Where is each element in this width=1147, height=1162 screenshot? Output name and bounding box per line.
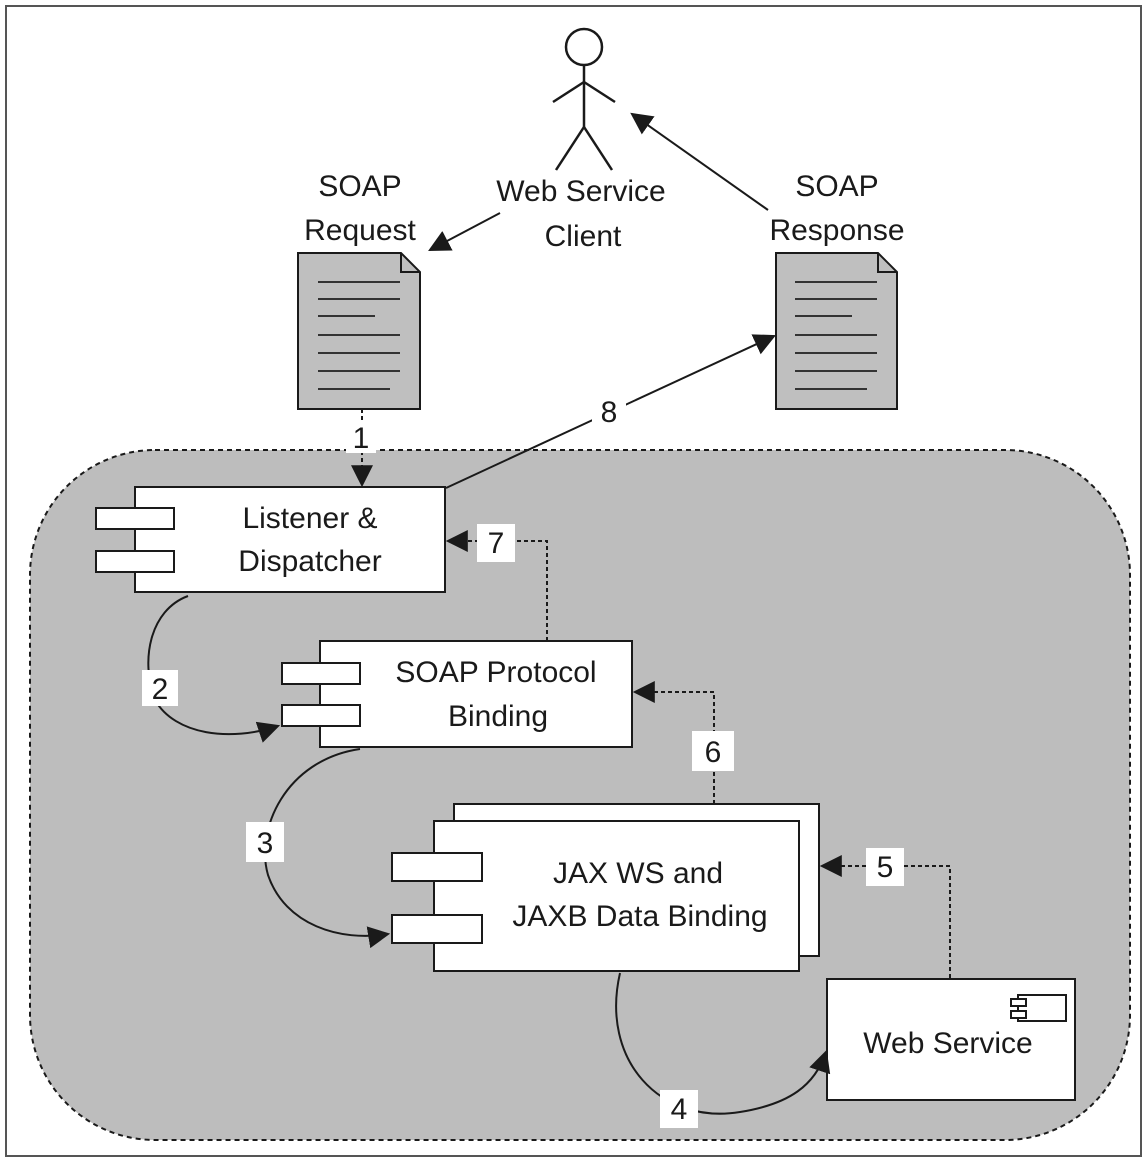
arrow-step-4 [615, 972, 831, 1115]
listener-dispatcher-component: Listener & Dispatcher [95, 486, 446, 593]
jax-label-line1: JAX WS and [553, 857, 723, 890]
step-8-box [592, 394, 626, 428]
step-7-box [477, 524, 515, 562]
step-6-box [692, 731, 734, 771]
soap-request-line2: Request [304, 214, 416, 247]
step-2-label: 2 [152, 673, 169, 706]
step-7-label: 7 [488, 527, 505, 560]
step-3-box [246, 822, 284, 862]
step-4-label: 4 [671, 1093, 688, 1126]
soap-request-document: SOAP Request [297, 170, 421, 410]
web-service-component: Web Service [826, 978, 1076, 1101]
soap-binding-label-line1: SOAP Protocol [395, 656, 596, 689]
component-icon [1010, 994, 1067, 1022]
arrow-step-5 [819, 855, 951, 978]
arrow-step-7 [445, 530, 548, 641]
runtime-container [29, 449, 1131, 1141]
document-icon [297, 252, 421, 410]
soap-protocol-binding-component: SOAP Protocol Binding [281, 640, 633, 748]
listener-label-line2: Dispatcher [238, 545, 381, 578]
soap-response-line2: Response [769, 214, 904, 247]
step-8-label: 8 [601, 396, 618, 429]
stick-figure-icon [552, 27, 616, 171]
document-icon [775, 252, 898, 410]
step-1-box [346, 420, 376, 453]
arrow-response-to-client [630, 112, 769, 211]
step-4-box [660, 1090, 698, 1128]
soap-binding-label-line2: Binding [448, 700, 548, 733]
jax-label-line2: JAXB Data Binding [512, 900, 767, 933]
jaxws-jaxb-binding-component: JAX WS and JAXB Data Binding [391, 803, 820, 972]
listener-label-line1: Listener & [242, 502, 377, 535]
component-icon [391, 852, 483, 944]
web-service-label: Web Service [863, 1027, 1033, 1060]
arrow-step-3 [264, 748, 391, 949]
component-icon [95, 507, 175, 573]
arrow-client-to-request [428, 212, 501, 252]
soap-request-line1: SOAP [318, 170, 401, 203]
web-service-client-actor: Web Service Client [496, 27, 666, 253]
actor-label-line1: Web Service [496, 175, 666, 208]
step-5-box [866, 848, 904, 886]
step-5-label: 5 [877, 851, 894, 884]
step-6-label: 6 [705, 736, 722, 769]
soap-response-document: SOAP Response [769, 170, 905, 410]
step-3-label: 3 [257, 827, 274, 860]
soap-response-line1: SOAP [795, 170, 878, 203]
actor-label-line2: Client [545, 220, 622, 253]
component-icon [281, 662, 361, 727]
step-1-label: 1 [353, 422, 370, 455]
step-2-box [142, 670, 178, 706]
